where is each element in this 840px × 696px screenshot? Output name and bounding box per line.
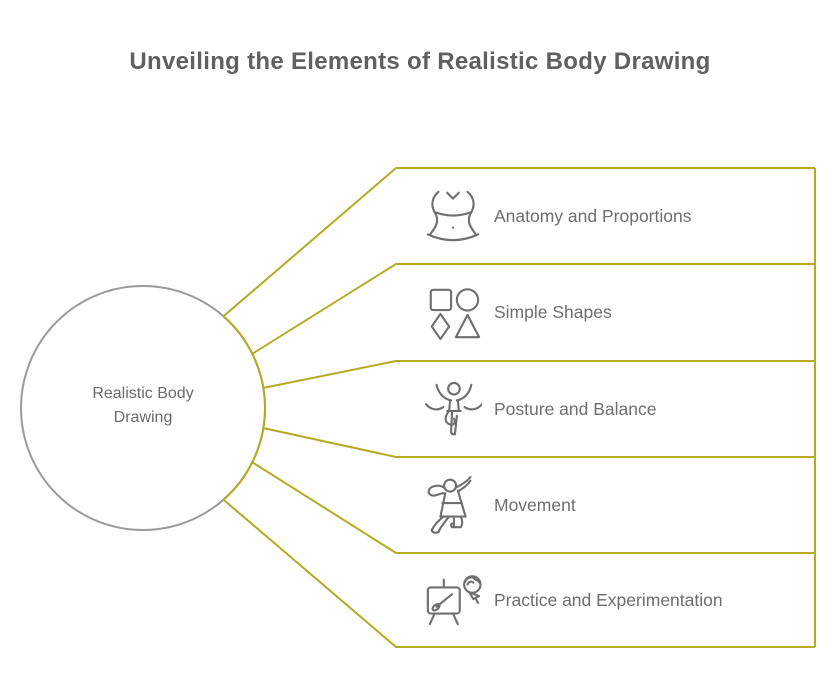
branch-label: Posture and Balance: [494, 398, 657, 419]
dancing-figure-icon: [427, 476, 472, 534]
branch-row-anatomy: Anatomy and Proportions: [424, 185, 691, 247]
center-circle-accent-arc: [222, 315, 266, 501]
connector-branch-3: [262, 360, 815, 389]
connector-branch-4: [262, 427, 815, 458]
branch-label: Movement: [494, 494, 576, 515]
balancing-figure-icon: [424, 381, 482, 436]
torso-icon: [426, 190, 480, 242]
branch-row-shapes: Simple Shapes: [424, 281, 612, 343]
connector-branch-2: [251, 263, 815, 355]
connector-branch-6: [222, 498, 815, 648]
branch-label: Practice and Experimentation: [494, 589, 723, 610]
connector-branch-1: [222, 167, 815, 318]
easel-and-artist-icon: [426, 575, 482, 626]
branch-label: Simple Shapes: [494, 301, 612, 322]
branch-row-movement: Movement: [424, 474, 576, 536]
branch-row-posture: Posture and Balance: [424, 378, 656, 440]
page-title: Unveiling the Elements of Realistic Body…: [129, 48, 711, 75]
basic-shapes-icon: [429, 288, 481, 341]
branch-row-practice: Practice and Experimentation: [424, 569, 723, 631]
branch-label: Anatomy and Proportions: [494, 205, 692, 226]
center-node-label: Realistic Body Drawing: [92, 385, 194, 426]
connector-branch-5: [251, 461, 815, 554]
branch-connectors: [222, 167, 816, 648]
